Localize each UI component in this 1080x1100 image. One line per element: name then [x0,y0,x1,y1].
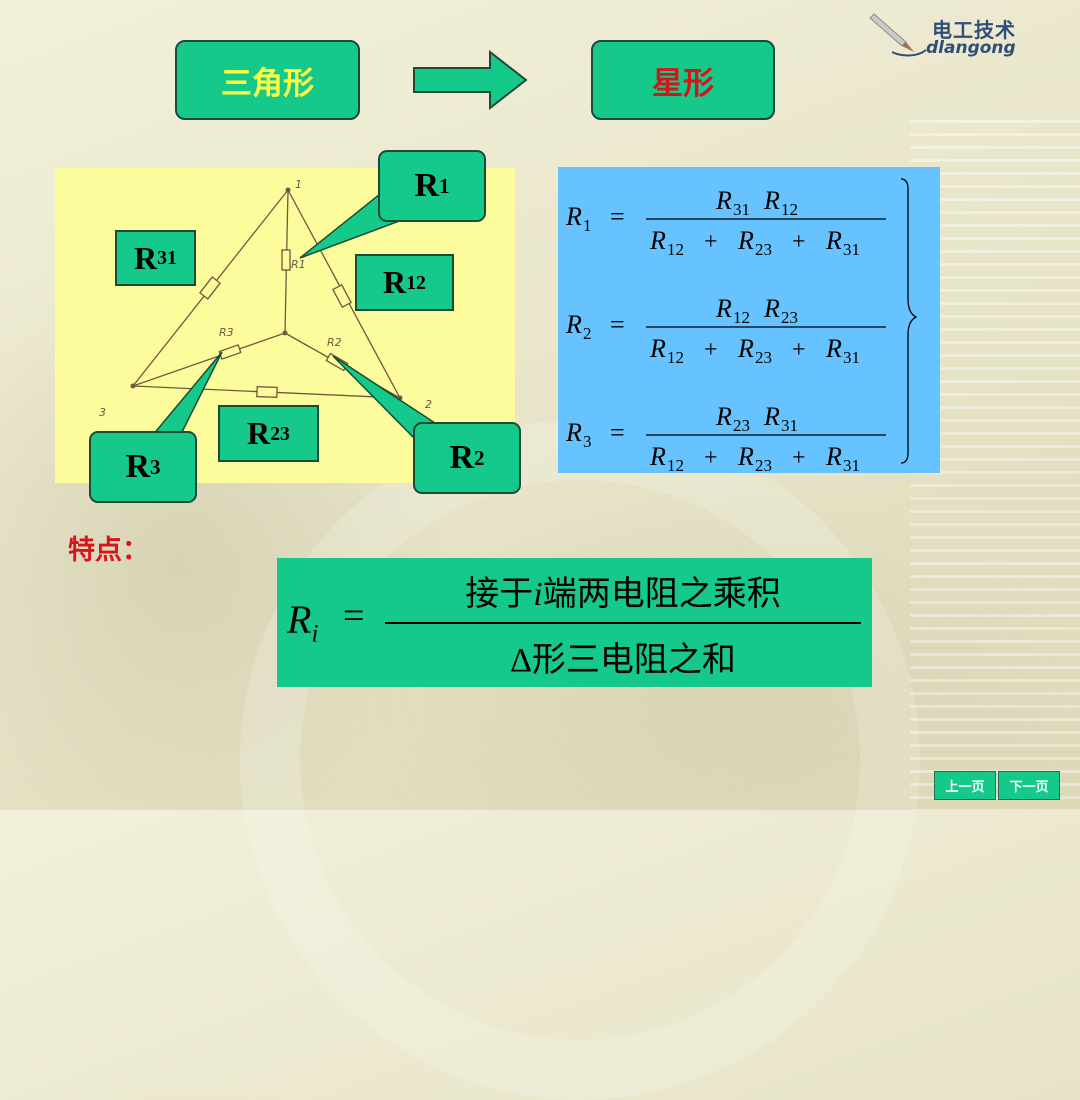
background-swoosh [240,420,920,1100]
general-rule-box: Ri = 接于i端两电阻之乘积 Δ形三电阻之和 [277,558,872,687]
formula-1-num-2-sub: 12 [781,200,798,219]
formula-2-plus-2: + [792,337,806,363]
node-label-3: 3 [99,406,106,419]
formula-2-den-2-sub: 23 [755,348,772,367]
formula-1-num-1-sub: 31 [733,200,750,219]
sketch-label-r1: R1 [291,258,306,271]
prev-page-button[interactable]: 上一页 [934,771,996,800]
formula-1-lhs-sub: 1 [583,216,592,235]
callout-r1-base: R [414,167,439,204]
formula-2-num-1-base: R [715,294,732,323]
sketch-label-r3: R3 [219,326,234,339]
formula-1-den-2-base: R [737,226,754,255]
formula-2-num-2-base: R [763,294,780,323]
formula-2-den-2-base: R [737,334,754,363]
formula-1-den-1-sub: 12 [667,240,684,259]
formula-3-plus-2: + [792,445,806,471]
formula-1-den-1-base: R [649,226,666,255]
formula-2-den-1-base: R [649,334,666,363]
rule-denominator: Δ形三电阻之和 [510,642,736,679]
logo-chinese-text: 电工技术 [932,18,1016,42]
next-page-button[interactable]: 下一页 [998,771,1060,800]
callout-r3-base: R [125,448,150,485]
rule-equals: = [343,595,365,637]
formula-3-num-1-base: R [715,402,732,431]
formula-3-den-1-base: R [649,442,666,471]
formula-3-num-1-sub: 23 [733,416,750,435]
delta-title: 三角形 [175,40,360,120]
formula-2-lhs-sub: 2 [583,324,592,343]
right-brace [900,178,918,464]
node-label-1: 1 [295,178,302,191]
formula-2-num-2-sub: 23 [781,308,798,327]
rule-lhs: Ri [287,596,318,647]
formula-2-lhs: R [565,310,582,339]
right-arrow-icon [413,50,528,110]
formula-3-num-2-sub: 31 [781,416,798,435]
formula-2-den-3-sub: 31 [843,348,860,367]
label-r23-base: R [247,415,271,451]
formula-3-plus-1: + [704,445,718,471]
formula-2-plus-1: + [704,337,718,363]
formula-1-plus-2: + [792,229,806,255]
formula-1-lhs: R [565,202,582,231]
label-r31-base: R [134,239,158,276]
formula-3-lhs: R [565,418,582,447]
formula-1-den-3-sub: 31 [843,240,860,259]
formula-2-equals: = [610,310,625,339]
star-title: 星形 [591,40,775,120]
rule-numerator: 接于i端两电阻之乘积 [385,566,861,615]
rule-fraction-bar [385,622,861,624]
logo-english-text: dlangong [926,38,1016,58]
formula-3-equals: = [610,418,625,447]
rule-num-pre: 接于 [465,576,534,613]
formula-1-den-2-sub: 23 [755,240,772,259]
rule-num-var: i [533,576,543,613]
formula-3-den-1-sub: 12 [667,456,684,473]
node-label-2: 2 [425,398,432,411]
logo: 电工技术 dlangong [862,8,1067,60]
formula-3-den-2-base: R [737,442,754,471]
formula-3-den-2-sub: 23 [755,456,772,473]
formula-1-equals: = [610,202,625,231]
formula-3-den-3-sub: 31 [843,456,860,473]
formula-3-num-2-base: R [763,402,780,431]
formula-3-lhs-sub: 3 [583,432,592,451]
rule-num-post: 端两电阻之乘积 [542,576,781,613]
formula-1-plus-1: + [704,229,718,255]
formula-2-num-1-sub: 12 [733,308,750,327]
formula-2-den-1-sub: 12 [667,348,684,367]
logo-pencil-icon [869,13,927,57]
feature-label: 特点： [68,535,149,566]
rule-lhs-sub: i [311,620,319,648]
label-r12-base: R [383,264,407,300]
formula-2-den-3-base: R [825,334,842,363]
formula-1-num-2-base: R [763,186,780,215]
formula-1-den-3-base: R [825,226,842,255]
formula-1-num-1-base: R [715,186,732,215]
callout-r2-base: R [449,439,474,476]
sketch-label-r2: R2 [327,336,342,349]
formula-3-den-3-base: R [825,442,842,471]
rule-lhs-base: R [287,597,312,642]
